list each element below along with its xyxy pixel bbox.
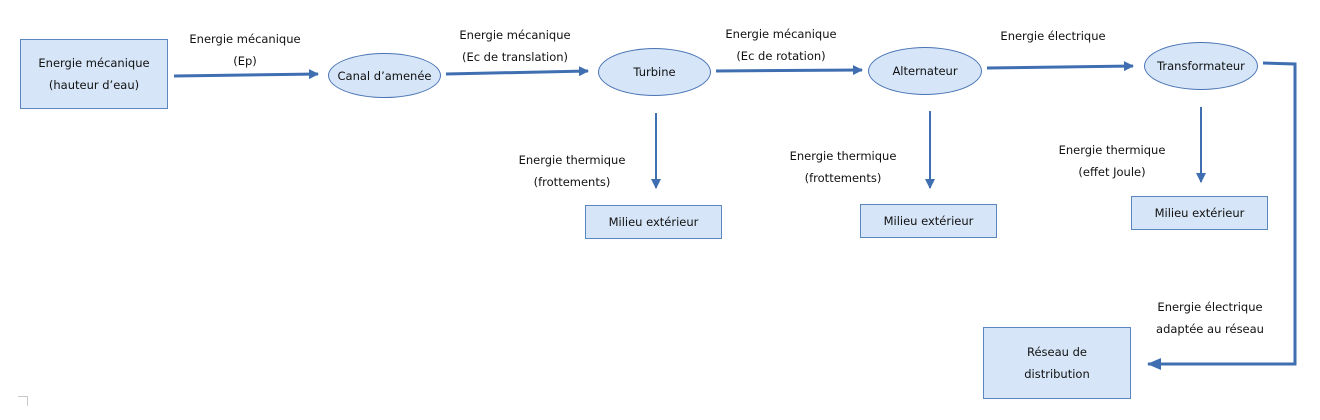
milieu-exterieur-box-3: Milieu extérieur bbox=[1131, 196, 1268, 230]
arrow-turbine-to-alternateur bbox=[715, 65, 863, 76]
reseau-node-line2: distribution bbox=[1024, 367, 1090, 381]
flow-label-line2: adaptée au réseau bbox=[1156, 322, 1264, 336]
milieu-exterieur-box-1: Milieu extérieur bbox=[585, 205, 722, 239]
turbine-node-label: Turbine bbox=[633, 65, 676, 79]
source-node-line1: Energie mécanique bbox=[38, 56, 150, 70]
turbine-node-ellipse: Turbine bbox=[598, 48, 711, 96]
page-corner-mark bbox=[18, 396, 28, 406]
flow-label-line2: (Ec de rotation) bbox=[736, 49, 826, 63]
milieu-exterieur-label-3: Milieu extérieur bbox=[1154, 206, 1245, 220]
flow-label-line2: (frottements) bbox=[804, 171, 882, 185]
milieu-exterieur-label-1: Milieu extérieur bbox=[608, 215, 699, 229]
arrow-source-to-canal bbox=[173, 69, 319, 80]
flow-label-line2: (frottements) bbox=[533, 175, 611, 189]
transformateur-node-ellipse: Transformateur bbox=[1144, 42, 1258, 90]
flow-label-turbine-loss: Energie thermique (frottements) bbox=[500, 149, 644, 193]
canal-node-ellipse: Canal d’amenée bbox=[328, 53, 441, 98]
flow-label-line1: Energie thermique bbox=[789, 149, 897, 163]
flow-label-line2: (Ep) bbox=[233, 54, 257, 68]
milieu-exterieur-box-2: Milieu extérieur bbox=[860, 204, 997, 238]
transformateur-node-label: Transformateur bbox=[1157, 59, 1245, 73]
source-node-box: Energie mécanique (hauteur d’eau) bbox=[20, 39, 168, 109]
flow-label-turbine-to-alternateur: Energie mécanique (Ec de rotation) bbox=[709, 23, 853, 67]
flow-label-line2: (Ec de translation) bbox=[461, 50, 569, 64]
reseau-distribution-box: Réseau de distribution bbox=[983, 327, 1131, 399]
flow-label-line1: Energie électrique bbox=[1157, 300, 1263, 314]
milieu-exterieur-label-2: Milieu extérieur bbox=[883, 214, 974, 228]
flow-label-source-to-canal: Energie mécanique (Ep) bbox=[175, 28, 315, 72]
flow-label-line1: Energie mécanique bbox=[725, 27, 837, 41]
flow-label-line1: Energie thermique bbox=[518, 153, 626, 167]
arrow-transformateur-to-reseau bbox=[1147, 61, 1297, 370]
flow-label-transformateur-loss: Energie thermique (effet Joule) bbox=[1040, 139, 1184, 183]
arrow-alternateur-to-transformateur bbox=[986, 61, 1134, 72]
flow-label-alternateur-to-transformateur: Energie électrique bbox=[981, 25, 1125, 47]
arrow-canal-to-turbine bbox=[445, 66, 589, 77]
source-node-line2: (hauteur d’eau) bbox=[48, 78, 140, 92]
flow-label-line1: Energie électrique bbox=[1000, 29, 1106, 43]
flow-label-line1: Energie mécanique bbox=[189, 32, 301, 46]
reseau-node-line1: Réseau de bbox=[1027, 345, 1087, 359]
flow-label-line2: (effet Joule) bbox=[1078, 165, 1146, 179]
flow-label-transformateur-to-reseau: Energie électrique adaptée au réseau bbox=[1138, 296, 1282, 340]
alternateur-node-label: Alternateur bbox=[892, 64, 958, 78]
alternateur-node-ellipse: Alternateur bbox=[868, 47, 982, 95]
canal-node-label: Canal d’amenée bbox=[337, 68, 432, 83]
flow-label-canal-to-turbine: Energie mécanique (Ec de translation) bbox=[443, 24, 587, 68]
flow-label-line1: Energie thermique bbox=[1058, 143, 1166, 157]
flow-label-alternateur-loss: Energie thermique (frottements) bbox=[771, 145, 915, 189]
flow-label-line1: Energie mécanique bbox=[459, 28, 571, 42]
